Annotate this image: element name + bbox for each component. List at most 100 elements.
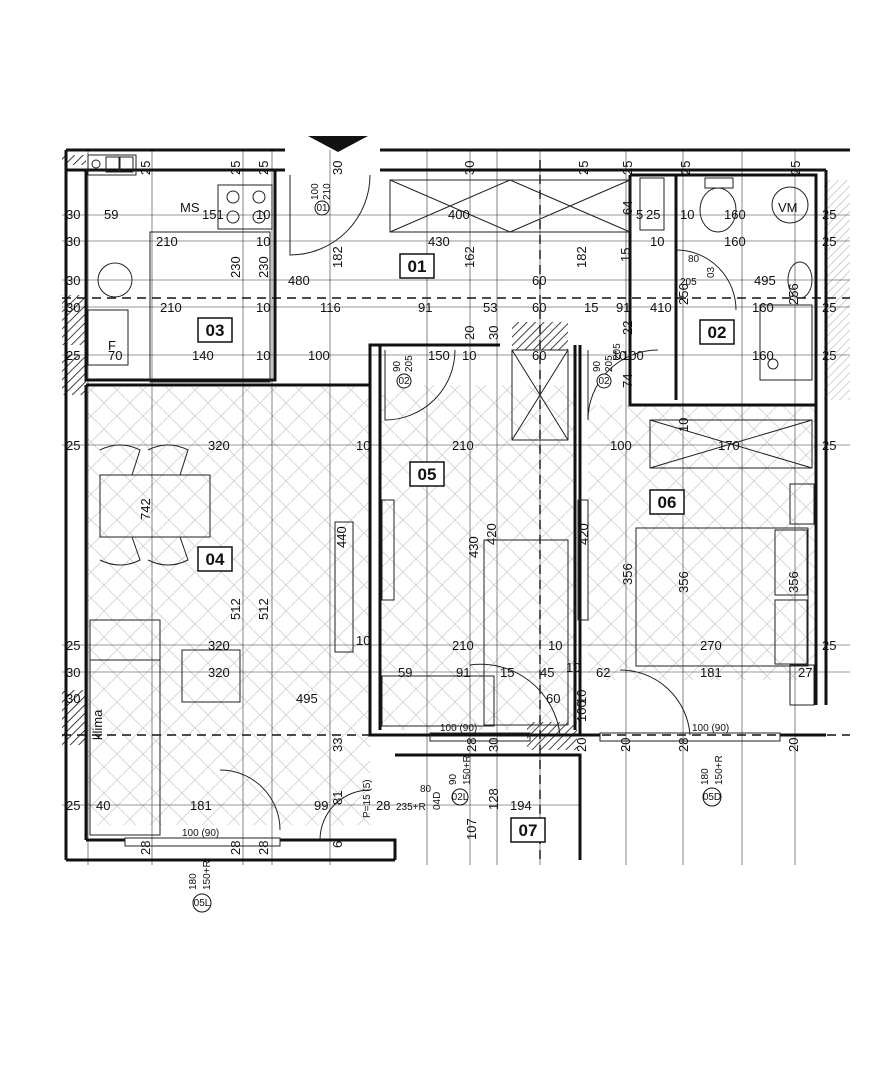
svg-text:420: 420 — [576, 523, 591, 545]
bedroom-furniture — [381, 419, 815, 727]
svg-text:10: 10 — [256, 207, 270, 222]
room-06-tag: 06 — [658, 493, 677, 512]
svg-text:25: 25 — [138, 161, 153, 175]
ac-label: klima — [90, 709, 105, 740]
svg-text:170: 170 — [718, 438, 740, 453]
living-floor — [88, 385, 370, 825]
svg-text:30: 30 — [66, 691, 80, 706]
svg-text:210: 210 — [452, 438, 474, 453]
svg-text:01: 01 — [316, 203, 328, 214]
svg-text:356: 356 — [676, 571, 691, 593]
svg-text:107: 107 — [464, 818, 479, 840]
door-02b-marker — [596, 373, 612, 389]
svg-text:10: 10 — [356, 438, 370, 453]
svg-text:15: 15 — [618, 248, 633, 262]
svg-text:400: 400 — [448, 207, 470, 222]
svg-text:440: 440 — [334, 526, 349, 548]
svg-text:28: 28 — [676, 738, 691, 752]
svg-text:100: 100 — [308, 348, 330, 363]
hall-wardrobes — [389, 177, 665, 441]
svg-text:02L: 02L — [452, 792, 469, 803]
svg-text:25: 25 — [788, 161, 803, 175]
svg-text:160: 160 — [752, 348, 774, 363]
svg-text:100 (90): 100 (90) — [182, 828, 219, 839]
svg-text:5: 5 — [636, 207, 643, 222]
svg-text:100: 100 — [622, 348, 644, 363]
door-05d-marker — [702, 787, 722, 807]
svg-text:30: 30 — [330, 161, 345, 175]
door-swings — [219, 174, 737, 841]
svg-text:150+R: 150+R — [202, 860, 213, 890]
svg-text:205: 205 — [612, 343, 623, 360]
svg-text:480: 480 — [288, 273, 310, 288]
svg-text:160: 160 — [752, 300, 774, 315]
svg-text:100: 100 — [610, 438, 632, 453]
svg-text:356: 356 — [620, 563, 635, 585]
door-annotations: 100 210 01 90 205 02 90 205 02 03 80 235… — [182, 183, 729, 913]
svg-text:100: 100 — [310, 183, 321, 200]
svg-text:15: 15 — [500, 665, 514, 680]
svg-text:151: 151 — [202, 207, 224, 222]
svg-text:25: 25 — [228, 161, 243, 175]
washer-label: VM — [778, 200, 798, 215]
room05-dimensions: 210 10 440 430 420 420 210 10 59 91 15 4… — [334, 438, 591, 840]
svg-text:60: 60 — [532, 300, 546, 315]
svg-text:20: 20 — [786, 738, 801, 752]
svg-text:230: 230 — [228, 256, 243, 278]
svg-text:80: 80 — [420, 784, 432, 795]
svg-text:10: 10 — [612, 348, 626, 363]
svg-text:10: 10 — [356, 633, 370, 648]
svg-text:90: 90 — [592, 360, 603, 372]
svg-text:91: 91 — [418, 300, 432, 315]
svg-text:04D: 04D — [432, 792, 443, 810]
svg-text:30: 30 — [66, 300, 80, 315]
svg-text:194: 194 — [510, 798, 532, 813]
svg-text:410: 410 — [650, 300, 672, 315]
svg-text:162: 162 — [462, 246, 477, 268]
svg-text:25: 25 — [822, 234, 836, 249]
svg-text:270: 270 — [700, 638, 722, 653]
svg-text:03: 03 — [706, 266, 717, 278]
svg-text:53: 53 — [483, 300, 497, 315]
svg-text:230: 230 — [256, 256, 271, 278]
svg-text:81: 81 — [330, 791, 345, 805]
svg-text:30: 30 — [486, 326, 501, 340]
svg-text:30: 30 — [66, 207, 80, 222]
svg-text:10: 10 — [256, 300, 270, 315]
svg-text:100 (90): 100 (90) — [692, 723, 729, 734]
door-02l-marker — [451, 788, 469, 806]
svg-text:160: 160 — [724, 207, 746, 222]
svg-text:205: 205 — [404, 355, 415, 372]
svg-text:91: 91 — [456, 665, 470, 680]
svg-text:25: 25 — [822, 438, 836, 453]
svg-text:10: 10 — [574, 690, 589, 704]
svg-text:28: 28 — [228, 841, 243, 855]
svg-text:33: 33 — [330, 738, 345, 752]
svg-text:30: 30 — [462, 161, 477, 175]
svg-text:20: 20 — [574, 738, 589, 752]
svg-text:25: 25 — [66, 348, 80, 363]
svg-text:60: 60 — [546, 691, 560, 706]
svg-text:256: 256 — [786, 283, 801, 305]
svg-text:45: 45 — [540, 665, 554, 680]
svg-text:28: 28 — [464, 738, 479, 752]
bathroom-fixtures — [699, 177, 813, 381]
svg-text:30: 30 — [66, 234, 80, 249]
svg-text:25: 25 — [822, 348, 836, 363]
room-tags: 01 02 03 04 05 06 07 — [197, 253, 735, 843]
svg-text:59: 59 — [104, 207, 118, 222]
svg-text:182: 182 — [330, 246, 345, 268]
door-01-marker — [314, 200, 330, 216]
svg-text:10: 10 — [676, 418, 691, 432]
svg-text:74: 74 — [620, 374, 635, 388]
svg-text:181: 181 — [700, 665, 722, 680]
kitchen-fixtures — [87, 154, 273, 383]
svg-text:60: 60 — [532, 273, 546, 288]
svg-text:430: 430 — [428, 234, 450, 249]
svg-text:60: 60 — [532, 348, 546, 363]
svg-text:20: 20 — [618, 738, 633, 752]
svg-text:10: 10 — [256, 348, 270, 363]
room-01-tag: 01 — [408, 257, 427, 276]
